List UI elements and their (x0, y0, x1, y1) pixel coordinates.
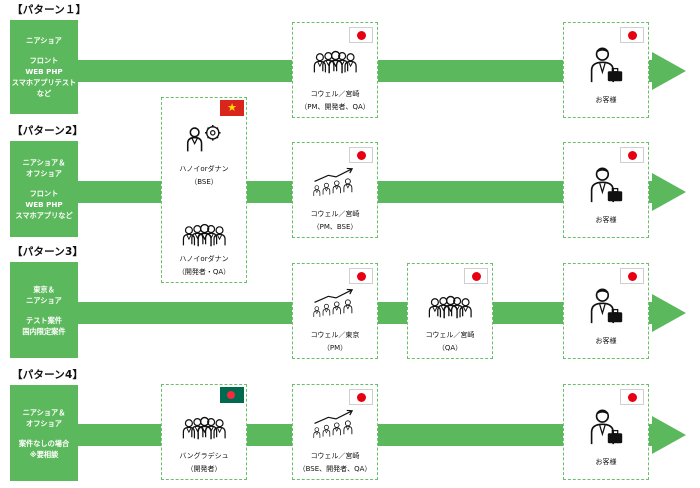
p3-box-tokyo: コウェル／東京 （PM） (292, 263, 378, 359)
pattern-3-title: 【パターン3】 (12, 246, 84, 258)
p2-box-vietnam: ★ ハノイorダナン （BSE） ハノイorダナン （開発者・QA） (161, 97, 247, 283)
japan-flag-icon (620, 27, 644, 43)
pattern-1-title: 【パターン１】 (12, 4, 87, 16)
team-icon (182, 222, 228, 248)
japan-flag-icon (349, 147, 373, 163)
box-label: コウェル／宮崎 (310, 210, 360, 218)
japan-flag-icon (620, 147, 644, 163)
p4-box-customer: お客様 (563, 384, 649, 480)
box-label: お客様 (595, 216, 617, 224)
p3-box-customer: お客様 (563, 263, 649, 359)
growth-team-icon (313, 167, 359, 199)
box-label: お客様 (595, 337, 617, 345)
pattern-3-label: 東京＆ ニアショア テスト案件 国内限定案件 (10, 262, 78, 358)
box-sublabel: （PM） (322, 344, 348, 352)
box-sublabel: （開発者） (186, 465, 222, 473)
p3-box-miyazaki: コウェル／宮崎 （QA） (407, 263, 493, 359)
box-sublabel: （QA） (437, 344, 463, 352)
p1-box-miyazaki: コウェル／宮崎 （PM、開発者、QA） (292, 22, 378, 118)
pattern-3-arrowhead (652, 294, 686, 332)
box-sublabel: （BSE） (190, 178, 218, 186)
box-label: コウェル／宮崎 (310, 452, 360, 460)
japan-flag-icon (349, 389, 373, 405)
team-icon (313, 47, 359, 77)
engineer-gear-icon (186, 122, 224, 154)
pattern-4-arrowhead (652, 416, 686, 454)
vietnam-flag-icon: ★ (220, 100, 244, 116)
pattern-4-title: 【パターン4】 (12, 369, 84, 381)
box-label: ハノイorダナン (179, 165, 229, 173)
customer-icon (588, 47, 624, 83)
box-label: バングラデシュ (179, 452, 229, 460)
pattern-4-label: ニアショア＆ オフショア 案件なしの場合 ※要相談 (10, 385, 78, 481)
box-sublabel: （PM、BSE） (312, 223, 358, 231)
box-label: コウェル／東京 (310, 331, 360, 339)
japan-flag-icon (349, 27, 373, 43)
p1-box-customer: お客様 (563, 22, 649, 118)
pattern-2-arrowhead (652, 173, 686, 211)
p4-box-bangladesh: バングラデシュ （開発者） (161, 384, 247, 480)
growth-team-icon (313, 409, 359, 441)
box-label: ハノイorダナン (179, 255, 229, 263)
customer-icon (588, 167, 624, 203)
box-sublabel: （PM、開発者、QA） (300, 103, 370, 111)
bangladesh-flag-icon (220, 387, 244, 403)
pattern-2-label: ニアショア＆ オフショア フロント WEB PHP スマホアプリなど (10, 141, 78, 237)
box-label: お客様 (595, 458, 617, 466)
box-label: コウェル／宮崎 (310, 90, 360, 98)
box-sublabel: （開発者・QA） (177, 268, 231, 276)
team-icon (182, 413, 228, 443)
growth-team-icon (313, 288, 359, 320)
p2-box-miyazaki: コウェル／宮崎 （PM、BSE） (292, 142, 378, 238)
p4-box-miyazaki: コウェル／宮崎 （BSE、開発者、QA） (292, 384, 378, 480)
team-icon (428, 292, 474, 322)
japan-flag-icon (349, 268, 373, 284)
japan-flag-icon (620, 389, 644, 405)
pattern-1-label: ニアショア フロント WEB PHP スマホアプリテスト など (10, 20, 78, 114)
box-sublabel: （BSE、開発者、QA） (298, 465, 372, 473)
japan-flag-icon (464, 268, 488, 284)
customer-icon (588, 409, 624, 445)
box-label: コウェル／宮崎 (425, 331, 475, 339)
japan-flag-icon (620, 268, 644, 284)
p2-box-customer: お客様 (563, 142, 649, 238)
pattern-2-title: 【パターン2】 (12, 125, 84, 137)
box-label: お客様 (595, 96, 617, 104)
pattern-1-arrowhead (652, 52, 686, 90)
customer-icon (588, 288, 624, 324)
